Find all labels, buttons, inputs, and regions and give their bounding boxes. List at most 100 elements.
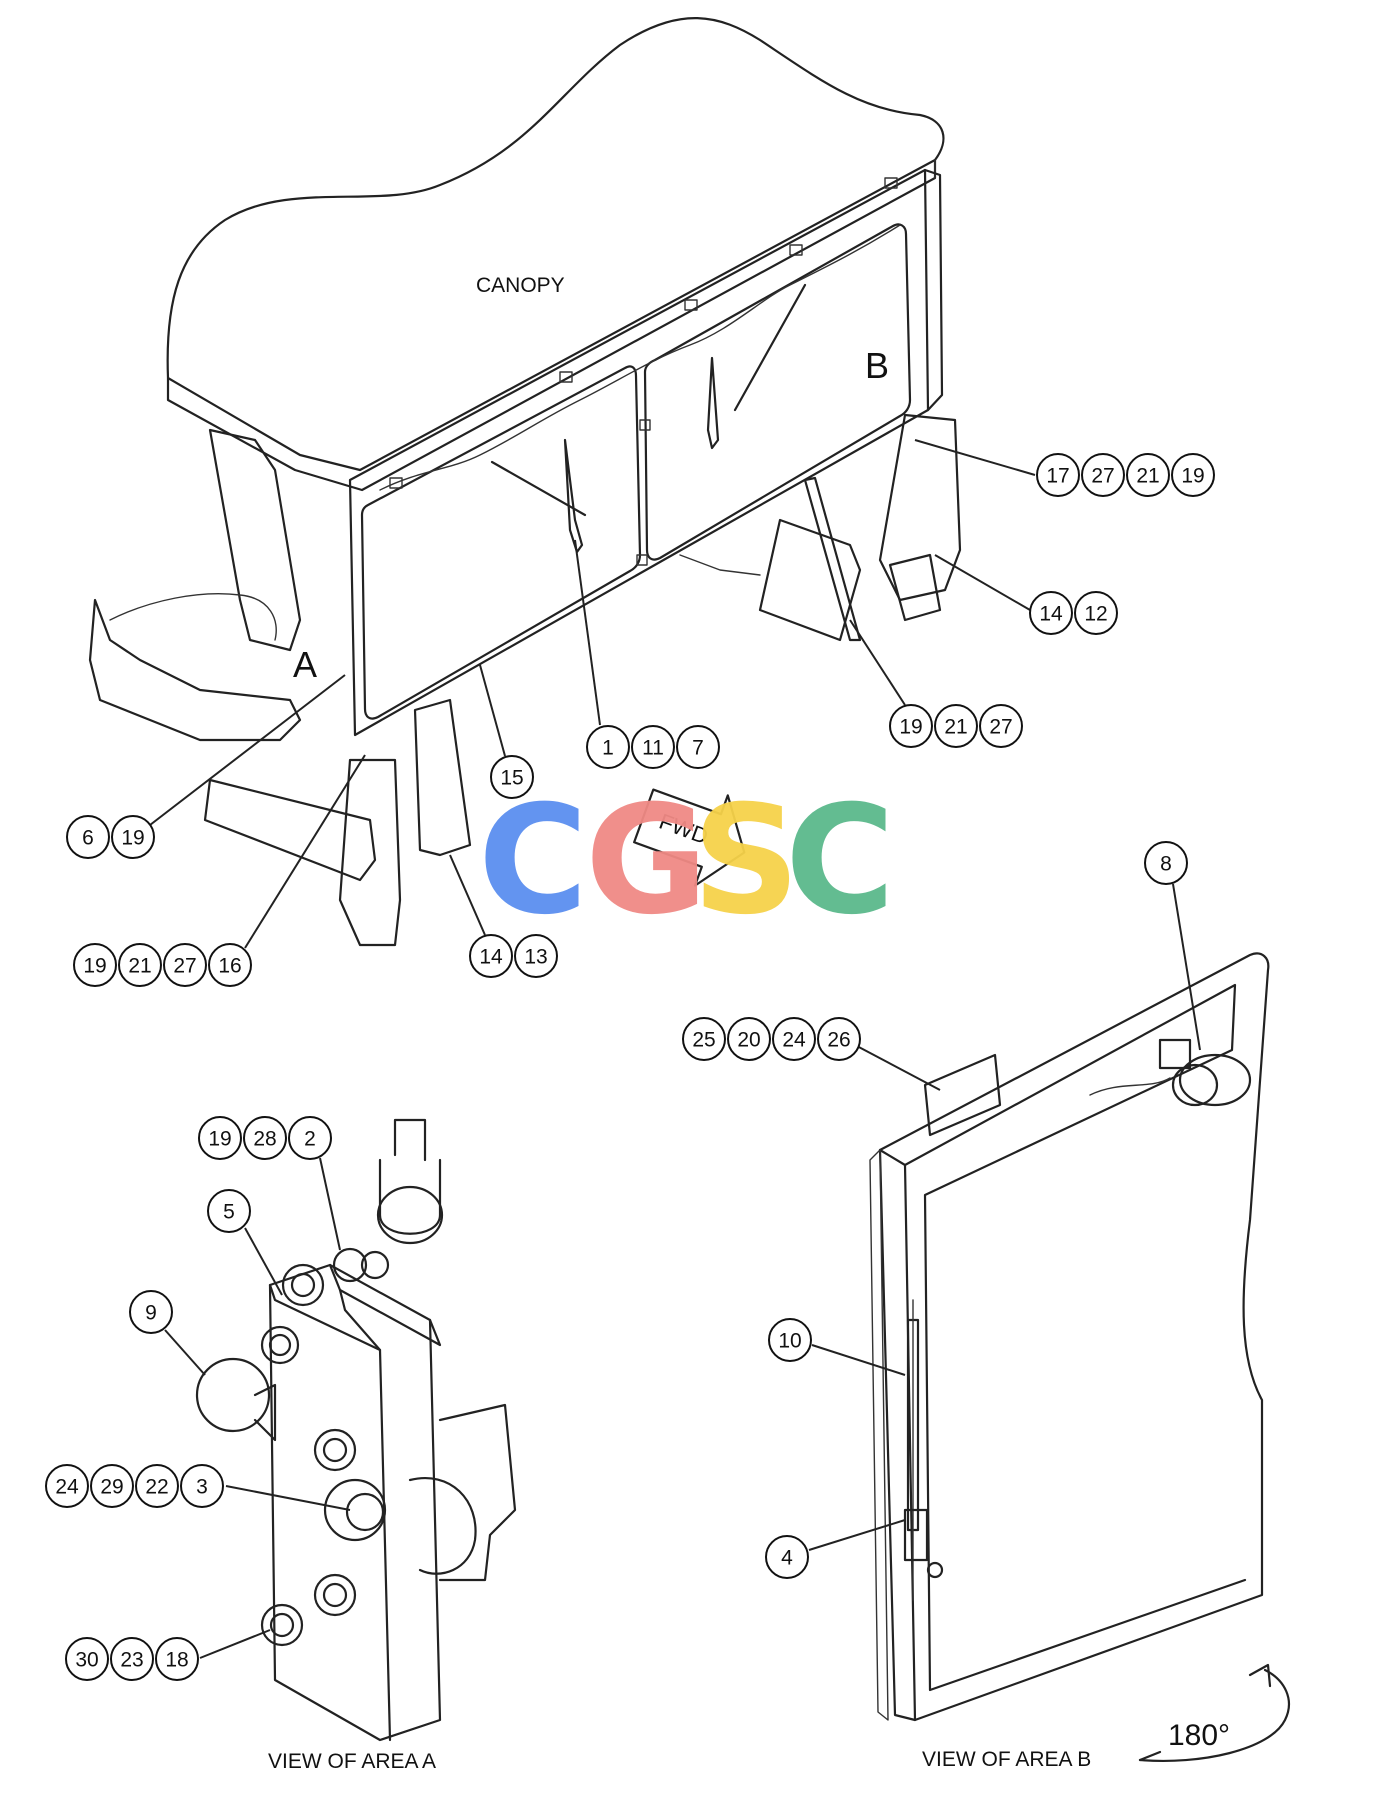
watermark-letter: C — [785, 774, 895, 948]
leader-line — [574, 539, 601, 726]
callout-balloon — [155, 1637, 199, 1681]
leader-line — [849, 619, 906, 706]
callout-balloon — [208, 943, 252, 987]
callout-balloon — [889, 704, 933, 748]
canopy-front-edge — [166, 158, 937, 492]
callout-number: 13 — [524, 946, 547, 969]
callout-number: 4 — [781, 1547, 793, 1570]
callout-group: 24 29 22 3 — [45, 1464, 224, 1508]
callout-number: 21 — [128, 955, 151, 978]
leader-line — [149, 674, 346, 826]
callout-balloon — [1144, 841, 1188, 885]
detail-view-a — [195, 1118, 517, 1742]
leader-line — [319, 1157, 341, 1251]
callout-balloon — [1171, 453, 1215, 497]
leader-line — [808, 1519, 906, 1551]
callout-balloon — [65, 1637, 109, 1681]
callout-number: 19 — [899, 716, 922, 739]
callout-number: 19 — [1181, 465, 1204, 488]
callout-number: 12 — [1084, 603, 1107, 626]
callout-number: 27 — [989, 716, 1012, 739]
callout-group: 4 — [765, 1535, 809, 1579]
callout-number: 22 — [145, 1476, 168, 1499]
left-structure — [208, 428, 302, 652]
callout-balloon — [817, 1017, 861, 1061]
callout-number: 29 — [100, 1476, 123, 1499]
watermark-letter: C — [478, 774, 588, 948]
watermark: C G S C — [478, 774, 895, 948]
callout-balloon — [490, 755, 534, 799]
view-b-caption: VIEW OF AREA B — [922, 1748, 1091, 1771]
callout-balloon — [45, 1464, 89, 1508]
area-a-marker: A — [293, 644, 317, 685]
callout-balloon — [586, 725, 630, 769]
callout-balloon — [934, 704, 978, 748]
callout-number: 19 — [208, 1128, 231, 1151]
leader-lines — [149, 439, 1201, 1659]
callout-balloon — [979, 704, 1023, 748]
callout-balloon — [288, 1116, 332, 1160]
leader-line — [199, 1629, 271, 1659]
canopy-roof — [166, 17, 945, 472]
wiper-right — [706, 283, 807, 450]
callout-balloon — [90, 1464, 134, 1508]
callout-balloon — [73, 943, 117, 987]
leader-line — [854, 1044, 941, 1091]
callout-group: 6 19 — [66, 815, 155, 859]
door-frame — [878, 952, 1270, 1722]
callout-balloon — [1036, 453, 1080, 497]
callout-balloon — [682, 1017, 726, 1061]
callout-number: 19 — [121, 827, 144, 850]
callout-number: 28 — [253, 1128, 276, 1151]
callout-number: 6 — [82, 827, 94, 850]
callout-balloon — [118, 943, 162, 987]
callout-number: 25 — [692, 1029, 715, 1052]
callout-number: 27 — [173, 955, 196, 978]
canopy-assembly — [88, 17, 962, 947]
callout-number: 3 — [196, 1476, 208, 1499]
wiper-left — [490, 438, 587, 554]
leader-line — [164, 1329, 206, 1376]
callout-balloon — [768, 1318, 812, 1362]
callout-number: 20 — [737, 1029, 760, 1052]
callout-balloon — [110, 1637, 154, 1681]
callout-balloon — [163, 943, 207, 987]
callout-balloon — [727, 1017, 771, 1061]
callout-balloon — [135, 1464, 179, 1508]
callout-number: 24 — [55, 1476, 79, 1499]
callout-balloon — [631, 725, 675, 769]
frame-clips — [389, 177, 898, 566]
callout-balloon — [514, 934, 558, 978]
callout-number: 17 — [1046, 465, 1069, 488]
callout-number: 5 — [223, 1201, 235, 1224]
lower-left-panel — [413, 698, 472, 857]
wiper-motor — [1158, 1038, 1252, 1107]
right-window-pane — [643, 223, 912, 561]
callout-number: 2 — [304, 1128, 316, 1151]
leader-line — [914, 439, 1036, 476]
rotation-label: 180° — [1168, 1719, 1230, 1752]
leader-line — [225, 1485, 351, 1511]
callout-number: 23 — [120, 1649, 143, 1672]
callout-number: 19 — [83, 955, 106, 978]
callout-balloon — [180, 1464, 224, 1508]
leader-line — [811, 1344, 906, 1376]
knob — [195, 1357, 271, 1433]
callout-balloon — [66, 815, 110, 859]
callout-balloon — [1081, 453, 1125, 497]
fittings — [260, 1247, 390, 1647]
callout-balloon — [1029, 591, 1073, 635]
callout-number: 15 — [500, 767, 523, 790]
leader-line — [244, 754, 366, 949]
area-b-marker: B — [865, 345, 889, 386]
callout-group: 10 — [768, 1318, 812, 1362]
